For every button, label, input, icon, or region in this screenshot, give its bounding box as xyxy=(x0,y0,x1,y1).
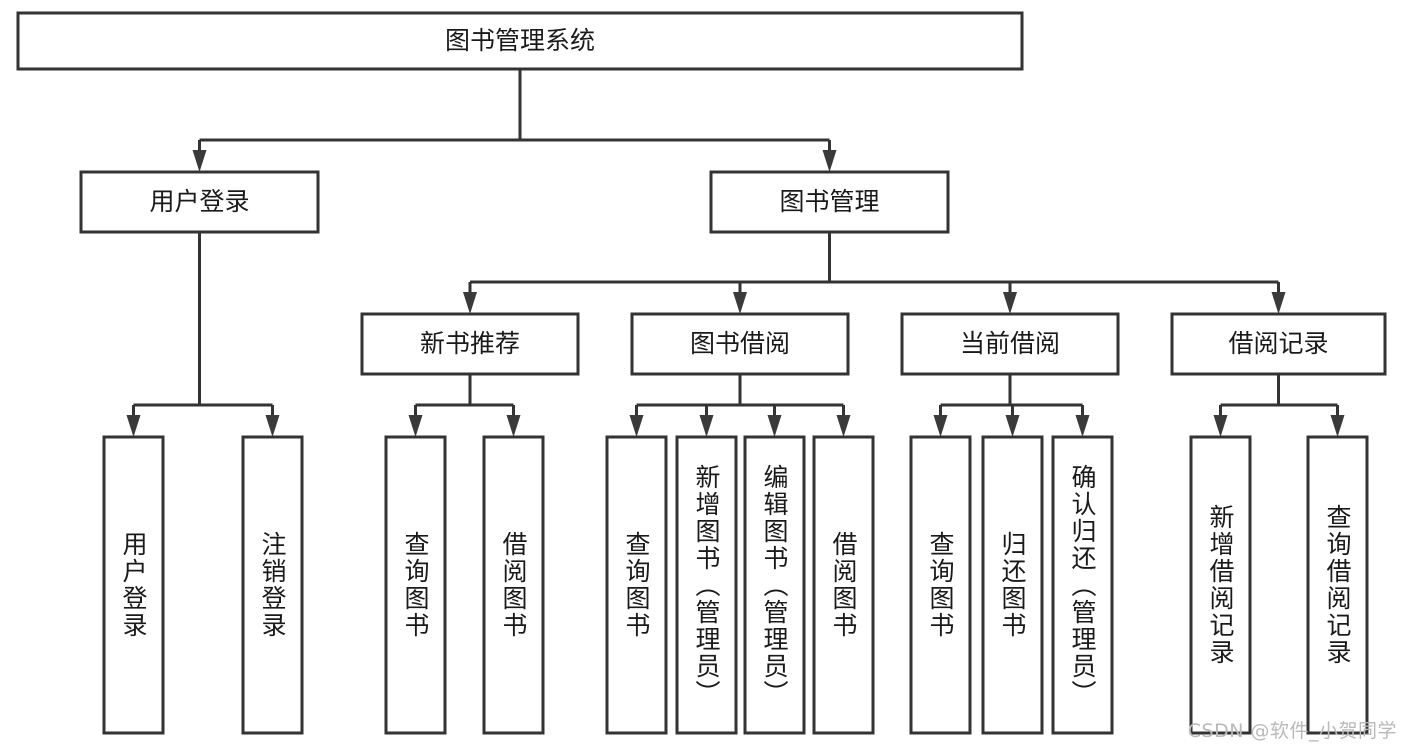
node-box xyxy=(360,312,580,376)
node-leaf-borrow-book-2[interactable] xyxy=(812,435,875,735)
node-box xyxy=(709,170,950,234)
node-box xyxy=(605,435,668,735)
node-label: 新书推荐 xyxy=(420,329,520,358)
node-box xyxy=(102,435,165,735)
node-leaf-edit-book[interactable] xyxy=(743,435,806,735)
arrow-head-icon xyxy=(822,150,837,172)
arrow-head-icon xyxy=(1075,415,1090,437)
node-leaf-query-book-1[interactable] xyxy=(384,435,447,735)
arrow-head-icon xyxy=(767,415,782,437)
arrow-head-icon xyxy=(408,415,423,437)
node-box xyxy=(909,435,972,735)
arrow-head-icon xyxy=(1213,415,1228,437)
node-box xyxy=(482,435,545,735)
arrow-head-icon xyxy=(1271,292,1286,314)
node-leaf-query-record[interactable] xyxy=(1306,435,1369,735)
node-leaf-confirm-return[interactable] xyxy=(1051,435,1114,735)
node-root[interactable]: 图书管理系统 xyxy=(16,11,1024,71)
edge-group-user-login xyxy=(126,232,280,437)
node-leaf-borrow-book-1[interactable] xyxy=(482,435,545,735)
node-book-borrow[interactable]: 图书借阅 xyxy=(630,312,850,376)
node-new-book-rec[interactable]: 新书推荐 xyxy=(360,312,580,376)
node-box xyxy=(1189,435,1252,735)
node-box xyxy=(241,435,304,735)
node-box xyxy=(812,435,875,735)
edge-layer xyxy=(126,69,1345,437)
node-leaf-add-record[interactable] xyxy=(1189,435,1252,735)
node-box xyxy=(743,435,806,735)
node-leaf-add-book[interactable] xyxy=(675,435,738,735)
arrow-head-icon xyxy=(192,150,207,172)
edge-group-root xyxy=(192,69,837,172)
edge-group-book-manage xyxy=(463,232,1286,314)
node-leaf-query-book-2[interactable] xyxy=(605,435,668,735)
node-leaf-return-book[interactable] xyxy=(981,435,1044,735)
arrow-head-icon xyxy=(463,292,477,314)
node-box xyxy=(1051,435,1114,735)
node-box xyxy=(981,435,1044,735)
arrow-head-icon xyxy=(1005,415,1020,437)
node-book-manage[interactable]: 图书管理 xyxy=(709,170,950,234)
node-leaf-user-login[interactable] xyxy=(102,435,165,735)
arrow-head-icon xyxy=(506,415,521,437)
node-label: 用户登录 xyxy=(149,187,249,216)
node-box xyxy=(675,435,738,735)
node-box xyxy=(900,312,1120,376)
node-label: 图书管理 xyxy=(779,187,879,216)
arrow-head-icon xyxy=(836,415,851,437)
edge-group-borrow-record xyxy=(1213,374,1345,437)
node-leaf-logout[interactable] xyxy=(241,435,304,735)
node-box xyxy=(1170,312,1387,376)
watermark-text: CSDN @软件_小贺同学 xyxy=(1187,720,1397,742)
arrow-head-icon xyxy=(1003,292,1017,314)
node-leaf-query-book-3[interactable] xyxy=(909,435,972,735)
arrow-head-icon xyxy=(265,415,280,437)
node-box xyxy=(384,435,447,735)
edge-group-current-borrow xyxy=(933,374,1090,437)
arrow-head-icon xyxy=(699,415,714,437)
edge-group-new-book-rec xyxy=(408,374,521,437)
node-label: 借阅记录 xyxy=(1228,329,1328,358)
node-borrow-record[interactable]: 借阅记录 xyxy=(1170,312,1387,376)
node-user-login[interactable]: 用户登录 xyxy=(79,170,320,234)
node-label: 当前借阅 xyxy=(960,329,1060,358)
node-label: 图书管理系统 xyxy=(445,26,595,55)
arrow-head-icon xyxy=(1330,415,1345,437)
arrow-head-icon xyxy=(629,415,644,437)
arrow-head-icon xyxy=(733,292,747,314)
node-current-borrow[interactable]: 当前借阅 xyxy=(900,312,1120,376)
arrow-head-icon xyxy=(126,415,141,437)
edge-group-book-borrow xyxy=(629,374,851,437)
node-box xyxy=(16,11,1024,71)
node-box xyxy=(1306,435,1369,735)
node-box xyxy=(630,312,850,376)
node-label: 图书借阅 xyxy=(690,329,790,358)
arrow-head-icon xyxy=(933,415,948,437)
node-box xyxy=(79,170,320,234)
